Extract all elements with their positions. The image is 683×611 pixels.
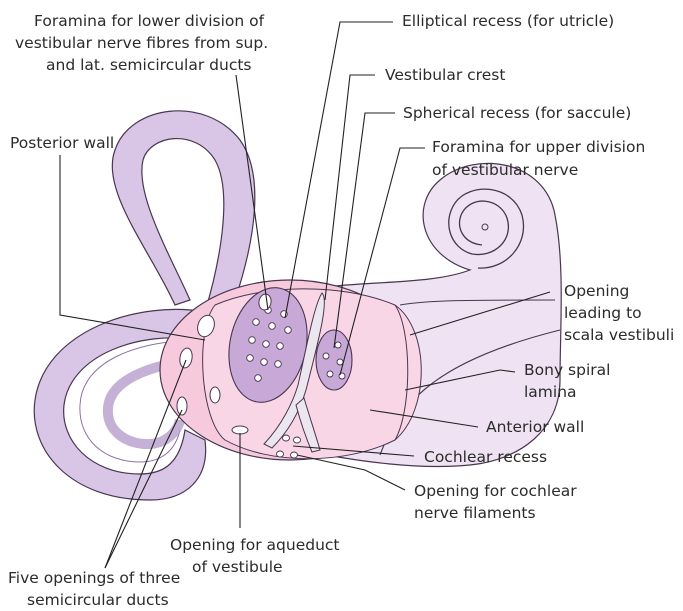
label-foramina-lower-3: and lat. semicircular ducts xyxy=(46,56,252,74)
aqueduct-opening xyxy=(232,426,248,434)
label-vestibular-crest: Vestibular crest xyxy=(385,66,505,84)
label-spherical-recess: Spherical recess (for saccule) xyxy=(403,104,631,122)
label-opening-scala-3: scala vestibuli xyxy=(564,326,674,344)
label-elliptical-recess: Elliptical recess (for utricle) xyxy=(402,12,614,30)
label-foramina-upper-2: of vestibular nerve xyxy=(432,161,578,179)
label-foramina-lower-2: vestibular nerve fibres from sup. xyxy=(15,34,268,52)
label-foramina-upper-1: Foramina for upper division xyxy=(432,138,645,156)
upper-semicircular-canal xyxy=(112,111,255,312)
label-opening-scala-2: leading to xyxy=(564,304,642,322)
label-anterior-wall: Anterior wall xyxy=(486,418,584,436)
label-opening-cochlear-2: nerve filaments xyxy=(414,504,536,522)
spherical-recess xyxy=(316,330,352,390)
label-foramina-lower-1: Foramina for lower division of xyxy=(34,12,265,30)
label-five-openings-2: semicircular ducts xyxy=(27,591,169,609)
vestibule xyxy=(160,280,421,460)
label-bony-spiral-1: Bony spiral xyxy=(524,361,610,379)
label-five-openings-1: Five openings of three xyxy=(8,569,180,587)
label-bony-spiral-2: lamina xyxy=(524,383,577,401)
label-opening-cochlear-1: Opening for cochlear xyxy=(414,482,577,500)
label-opening-scala-1: Opening xyxy=(564,282,629,300)
label-opening-aqueduct-1: Opening for aqueduct xyxy=(170,536,340,554)
label-opening-aqueduct-2: of vestibule xyxy=(192,558,283,576)
label-posterior-wall: Posterior wall xyxy=(10,134,114,152)
label-cochlear-recess: Cochlear recess xyxy=(424,448,547,466)
